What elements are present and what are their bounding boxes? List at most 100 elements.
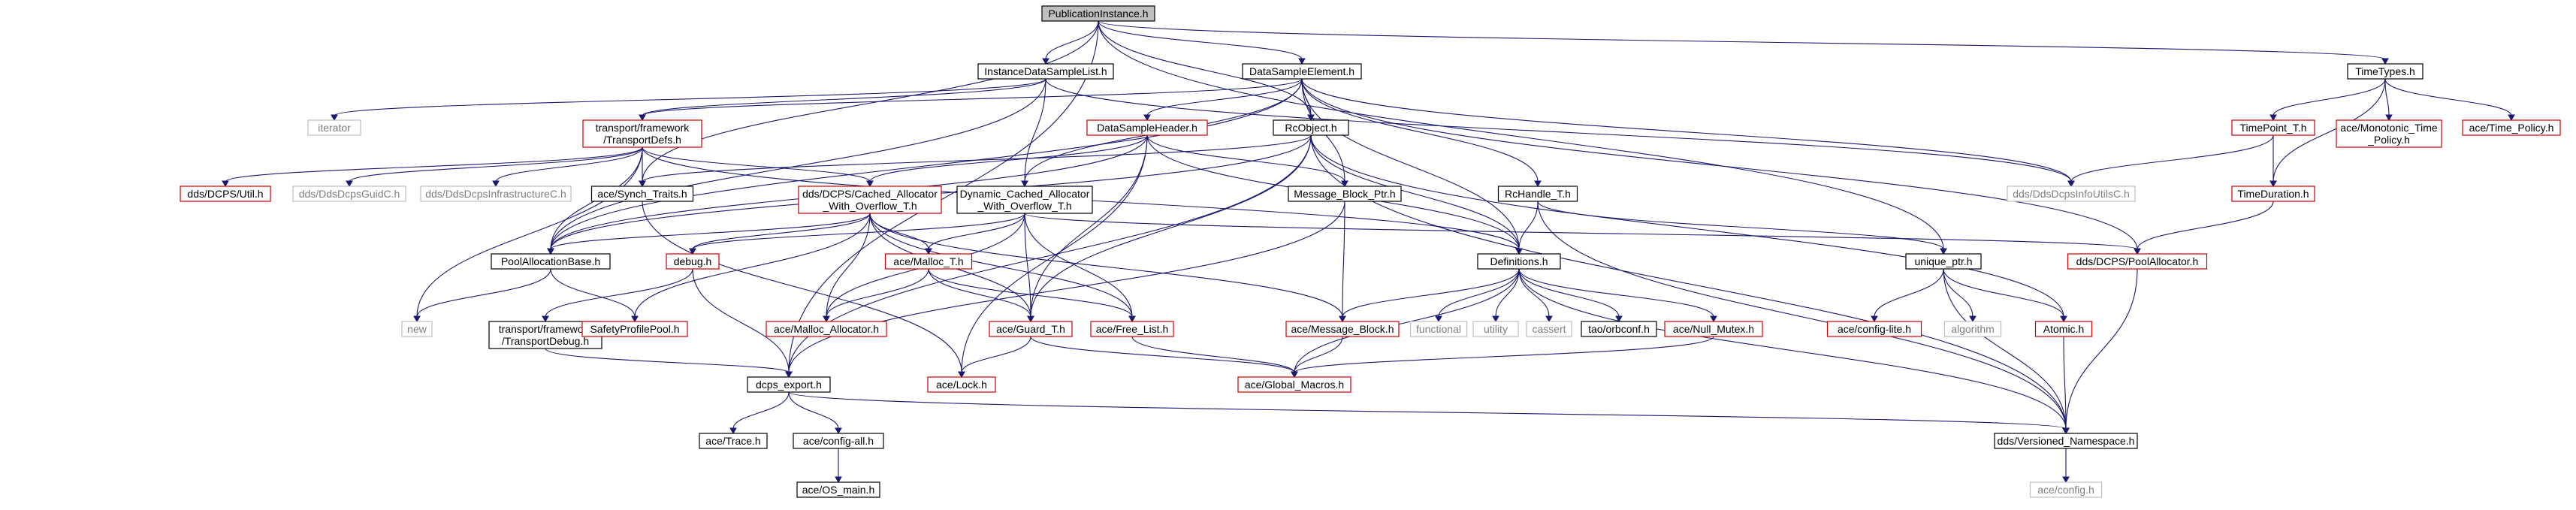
node-label: dds/DdsDcpsInfrastructureC.h [425,188,566,200]
node-ace-free-list-h[interactable]: ace/Free_List.h [1090,321,1174,337]
edge-rchandle-to-definitions [1518,201,1539,250]
node-box [2067,253,2208,270]
node-poolallocationbase-h[interactable]: PoolAllocationBase.h [491,253,611,270]
arrowhead-malloct-to-guard [1027,315,1034,323]
node-tao-orbconf-h[interactable]: tao/orbconf.h [1581,321,1657,337]
node-label: ace/Null_Mutex.h [1673,323,1754,335]
arrowhead-dynalloc-to-debug [689,248,696,255]
node-box [796,481,880,498]
node-publicationinstance-h[interactable]: PublicationInstance.h [1041,5,1155,22]
node-unique-ptr-h[interactable]: unique_ptr.h [1905,253,1982,270]
node-box [699,433,768,449]
node-box [766,321,887,337]
node-ace-null-mutex-h[interactable]: ace/Null_Mutex.h [1664,321,1763,337]
edge-cachedalloc-to-freelist [869,213,1133,318]
node-label: algorithm [1951,323,1995,335]
node-box [977,63,1114,80]
node-box [1237,376,1351,393]
node-ace-os-main-h[interactable]: ace/OS_main.h [796,481,880,498]
node-timeduration-h[interactable]: TimeDuration.h [2231,186,2315,202]
arrowhead-dcpsexport-to-configall [835,427,842,435]
node-ace-monotonic-time-policy-h[interactable]: ace/Monotonic_Time_Policy.h [2336,119,2442,148]
node-box [1581,321,1657,337]
node-box [747,376,831,393]
node-ace-guard-t-h[interactable]: ace/Guard_T.h [989,321,1073,337]
node-transport-framework-transportdebug-h[interactable]: transport/framework/TransportDebug.h [488,321,602,349]
node-dds-dcps-poolallocator-h[interactable]: dds/DCPS/PoolAllocator.h [2067,253,2208,270]
node-ace-message-block-h[interactable]: ace/Message_Block.h [1285,321,1400,337]
arrowhead-guard-to-lock [958,371,965,379]
node-ace-config-h: ace/config.h [2029,481,2103,498]
edge-rcobject-to-atomic [1310,134,2064,318]
node-timepoint-t-h[interactable]: TimePoint_T.h [2231,119,2315,136]
node-ace-malloc-t-h[interactable]: ace/Malloc_T.h [884,253,973,270]
node-label: ace/Guard_T.h [996,323,1065,335]
node-datasampleheader-h[interactable]: DataSampleHeader.h [1086,119,1208,136]
node-ace-time-policy-h[interactable]: ace/Time_Policy.h [2462,119,2561,136]
edge-rcobject-to-versioned [1310,134,2067,430]
node-label: _With_Overflow_T.h [822,200,917,212]
node-instancedatasamplelist-h[interactable]: InstanceDataSampleList.h [977,63,1114,80]
node-dcps-export-h[interactable]: dcps_export.h [747,376,831,393]
node-message-block-ptr-h[interactable]: Message_Block_Ptr.h [1288,186,1402,202]
node-ace-malloc-allocator-h[interactable]: ace/Malloc_Allocator.h [766,321,887,337]
node-label: DataSampleHeader.h [1097,122,1197,134]
edge-mbptr-to-msgblock [1342,201,1345,318]
node-ace-synch-traits-h[interactable]: ace/Synch_Traits.h [590,186,694,202]
node-cassert: cassert [1526,321,1572,337]
node-datasampleelement-h[interactable]: DataSampleElement.h [1242,63,1362,80]
arrowhead-definitions-to-nullmutex [1710,315,1717,323]
node-timetypes-h[interactable]: TimeTypes.h [2347,63,2423,80]
node-ace-trace-h[interactable]: ace/Trace.h [699,433,768,449]
node-label: RcHandle_T.h [1505,188,1571,200]
node-dds-dcps-util-h[interactable]: dds/DCPS/Util.h [180,186,271,202]
node-new: new [401,321,433,337]
node-dynamic-cached-allocator-with-overflow-t-h[interactable]: Dynamic_Cached_Allocator_With_Overflow_T… [956,186,1093,214]
node-label: ace/Lock.h [936,379,987,391]
arrowhead-dcpsexport-to-versioned [2062,427,2070,435]
edge-nullmutex-to-globalmacros [1294,336,1714,373]
node-label: Atomic.h [2043,323,2084,335]
node-algorithm: algorithm [1943,321,2002,337]
node-label: ace/Free_List.h [1096,323,1169,335]
node-box [793,433,884,449]
node-box [1472,321,1519,337]
node-ace-global-macros-h[interactable]: ace/Global_Macros.h [1237,376,1351,393]
node-rcobject-h[interactable]: RcObject.h [1273,119,1349,136]
node-box [1090,321,1174,337]
node-debug-h[interactable]: debug.h [666,253,720,270]
node-ace-lock-h[interactable]: ace/Lock.h [927,376,996,393]
edge-timetypes-to-timepolicy [2384,78,2512,116]
edge-timetypes-to-timeduration [2272,78,2386,183]
arrowhead-rchandle-to-uniqueptr [1940,248,1947,255]
arrowhead-dsh-to-cachedalloc [866,180,874,188]
edge-idsl-to-tfdata [642,78,1046,116]
edge-dse-to-dsh [1146,78,1303,116]
node-box [401,321,433,337]
arrowhead-timepoint-to-infoutils [2067,180,2075,188]
edge-root-to-dse [1098,20,1303,60]
node-atomic-h[interactable]: Atomic.h [2034,321,2093,337]
node-dds-dcps-cached-allocator-with-overflow-t-h[interactable]: dds/DCPS/Cached_Allocator_With_Overflow_… [798,186,942,214]
node-box [798,186,942,214]
edge-root-to-idsl [1045,20,1099,60]
edge-tfdebug-to-dcpsexport [545,348,790,373]
node-ace-config-all-h[interactable]: ace/config-all.h [793,433,884,449]
node-label: transport/framework [596,122,690,134]
node-dds-versioned-namespace-h[interactable]: dds/Versioned_Namespace.h [1994,433,2138,449]
node-box [1994,433,2138,449]
arrowhead-nullmutex-to-globalmacros [1291,371,1298,379]
arrowhead-dse-to-dynalloc [1021,180,1028,188]
node-label: cassert [1532,323,1566,335]
node-rchandle-t-h[interactable]: RcHandle_T.h [1497,186,1578,202]
edge-definitions-to-nullmutex [1518,268,1714,318]
node-label: utility [1484,323,1508,335]
node-safetyprofilepool-h[interactable]: SafetyProfilePool.h [581,321,688,337]
edge-tfdata-to-new [416,146,643,318]
node-label: Definitions.h [1490,255,1548,267]
node-label: ace/Monotonic_Time [2340,122,2438,134]
node-transport-framework-transportdefs-h[interactable]: transport/framework/TransportDefs.h [582,119,702,148]
arrowhead-uniqueptr-to-configlite [1871,315,1878,323]
node-ace-config-lite-h[interactable]: ace/config-lite.h [1826,321,1922,337]
node-definitions-h[interactable]: Definitions.h [1477,253,1561,270]
